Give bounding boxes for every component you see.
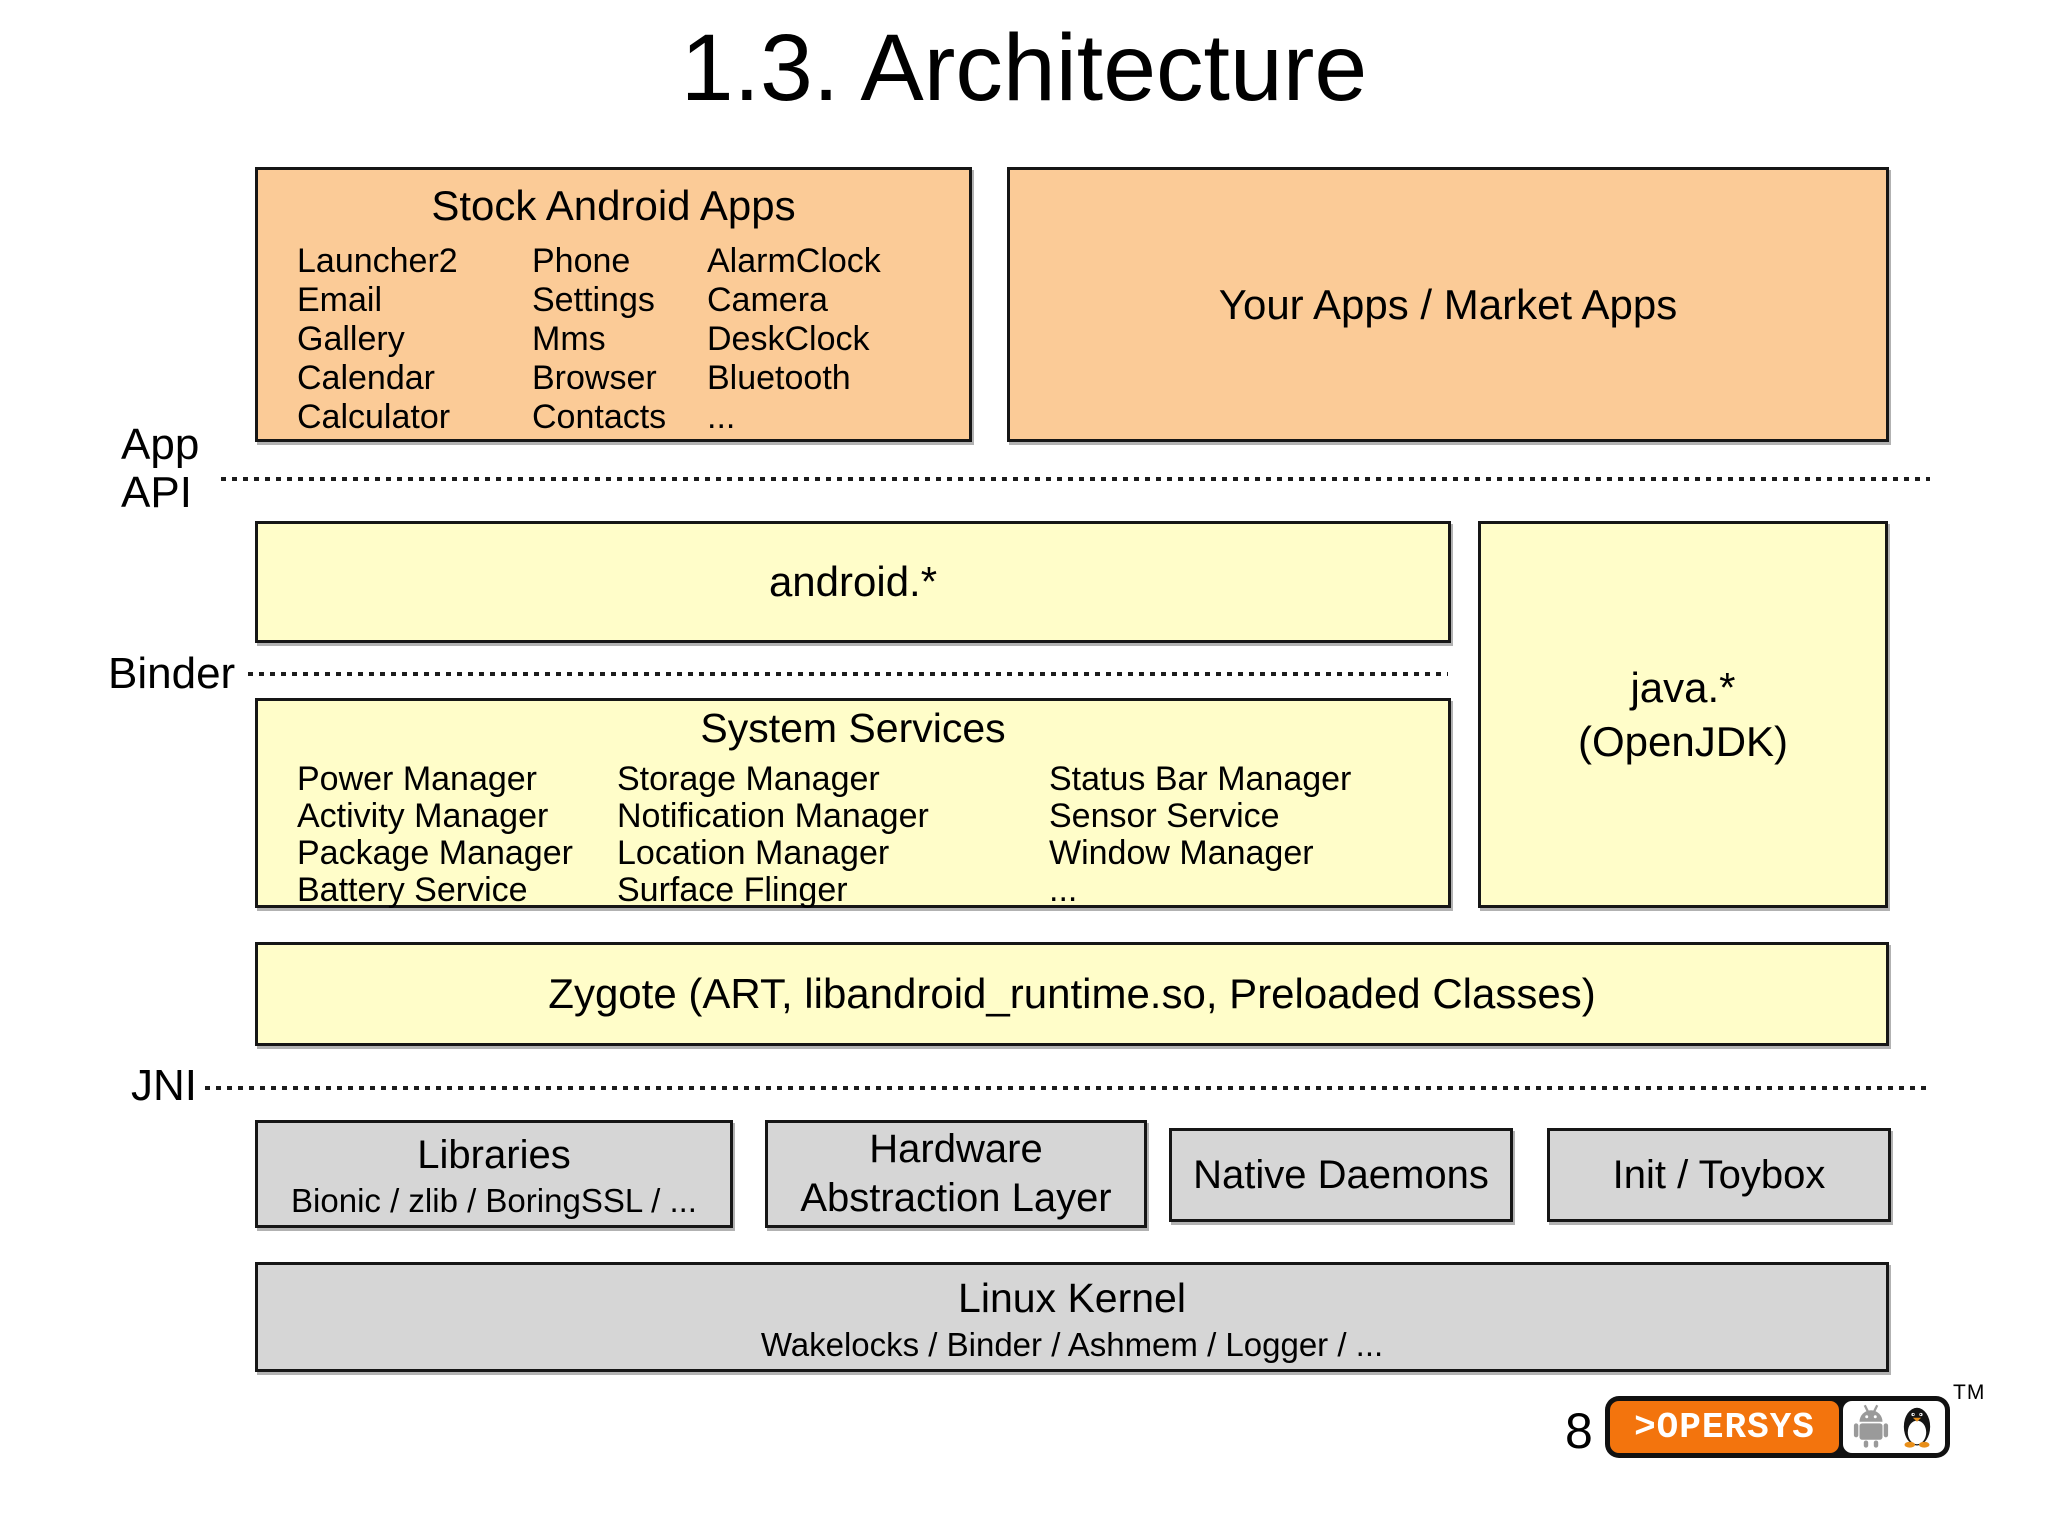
- java-api-box: java.* (OpenJDK): [1478, 521, 1888, 908]
- java-api-line2: (OpenJDK): [1577, 717, 1789, 765]
- opersys-logo: >OPERSYS: [1605, 1396, 1950, 1458]
- tux-penguin-icon: [1897, 1402, 1937, 1453]
- app-name: DeskClock: [707, 320, 870, 358]
- zygote-box: Zygote (ART, libandroid_runtime.so, Prel…: [255, 942, 1889, 1046]
- android-api-title: android.*: [768, 558, 938, 605]
- service-name: Package Manager: [297, 834, 573, 872]
- app-name: Mms: [532, 320, 606, 358]
- init-toybox-title: Init / Toybox: [1612, 1152, 1826, 1197]
- service-name: Notification Manager: [617, 797, 929, 835]
- service-name: Status Bar Manager: [1049, 760, 1352, 798]
- app-name: Bluetooth: [707, 359, 851, 397]
- app-name: Browser: [532, 359, 657, 397]
- init-toybox-box: Init / Toybox: [1547, 1128, 1891, 1222]
- services-column-3: Status Bar Manager Sensor Service Window…: [1049, 761, 1440, 909]
- stock-apps-column-1: Launcher2 Email Gallery Calendar Calcula…: [297, 242, 532, 437]
- app-name: Email: [297, 281, 383, 319]
- logo-icons-panel: [1843, 1401, 1945, 1453]
- linux-kernel-subtitle: Wakelocks / Binder / Ashmem / Logger / .…: [760, 1325, 1384, 1363]
- system-services-box: System Services Power Manager Activity M…: [255, 698, 1451, 909]
- service-name: ...: [1049, 871, 1078, 909]
- android-robot-icon: [1851, 1402, 1891, 1453]
- page-title: 1.3. Architecture: [680, 15, 1368, 121]
- layer-label-binder: Binder: [108, 649, 236, 698]
- libraries-title: Libraries: [417, 1133, 571, 1177]
- linux-kernel-box: Linux Kernel Wakelocks / Binder / Ashmem…: [255, 1262, 1889, 1372]
- zygote-title: Zygote (ART, libandroid_runtime.so, Prel…: [548, 970, 1596, 1017]
- service-name: Window Manager: [1049, 834, 1314, 872]
- libraries-box: Libraries Bionic / zlib / BoringSSL / ..…: [255, 1120, 733, 1228]
- layer-label-jni: JNI: [131, 1061, 197, 1110]
- app-name: Contacts: [532, 398, 667, 436]
- system-services-list: Power Manager Activity Manager Package M…: [297, 761, 1440, 909]
- separator-app-api: [221, 477, 1930, 481]
- app-name: Calendar: [297, 359, 435, 397]
- stock-android-apps-box: Stock Android Apps Launcher2 Email Galle…: [255, 167, 972, 442]
- service-name: Activity Manager: [297, 797, 549, 835]
- native-daemons-box: Native Daemons: [1169, 1128, 1513, 1222]
- service-name: Power Manager: [297, 760, 538, 798]
- libraries-subtitle: Bionic / zlib / BoringSSL / ...: [291, 1182, 697, 1219]
- stock-apps-column-3: AlarmClock Camera DeskClock Bluetooth ..…: [707, 242, 961, 437]
- service-name: Surface Flinger: [617, 871, 848, 909]
- java-api-line1: java.*: [1630, 663, 1736, 711]
- your-apps-box: Your Apps / Market Apps: [1007, 167, 1889, 442]
- hal-line2: Abstraction Layer: [800, 1176, 1112, 1220]
- page-number: 8: [1565, 1403, 1593, 1459]
- services-column-1: Power Manager Activity Manager Package M…: [297, 761, 617, 909]
- app-name: ...: [707, 398, 736, 436]
- app-name: Gallery: [297, 320, 405, 358]
- hal-box: Hardware Abstraction Layer: [765, 1120, 1147, 1228]
- stock-android-apps-title: Stock Android Apps: [431, 182, 796, 229]
- separator-binder: [248, 672, 1448, 676]
- stock-android-apps-list: Launcher2 Email Gallery Calendar Calcula…: [297, 242, 961, 437]
- hal-line1: Hardware: [869, 1127, 1043, 1171]
- app-name: Launcher2: [297, 242, 458, 280]
- stock-apps-column-2: Phone Settings Mms Browser Contacts: [532, 242, 707, 437]
- linux-kernel-title: Linux Kernel: [958, 1274, 1186, 1321]
- app-name: AlarmClock: [707, 242, 881, 280]
- layer-label-app-api: App API: [121, 421, 199, 517]
- service-name: Storage Manager: [617, 760, 880, 798]
- service-name: Sensor Service: [1049, 797, 1280, 835]
- android-api-box: android.*: [255, 521, 1451, 643]
- system-services-title: System Services: [700, 705, 1006, 751]
- services-column-2: Storage Manager Notification Manager Loc…: [617, 761, 1049, 909]
- separator-jni: [205, 1086, 1928, 1090]
- app-name: Camera: [707, 281, 828, 319]
- service-name: Location Manager: [617, 834, 890, 872]
- service-name: Battery Service: [297, 871, 528, 909]
- trademark-symbol: TM: [1953, 1381, 1986, 1404]
- layer-label-api: API: [121, 468, 192, 517]
- app-name: Settings: [532, 281, 655, 319]
- app-name: Calculator: [297, 398, 451, 436]
- opersys-wordmark: >OPERSYS: [1610, 1401, 1839, 1453]
- your-apps-title: Your Apps / Market Apps: [1218, 280, 1678, 328]
- native-daemons-title: Native Daemons: [1193, 1152, 1489, 1197]
- app-name: Phone: [532, 242, 631, 280]
- layer-label-app: App: [121, 420, 200, 469]
